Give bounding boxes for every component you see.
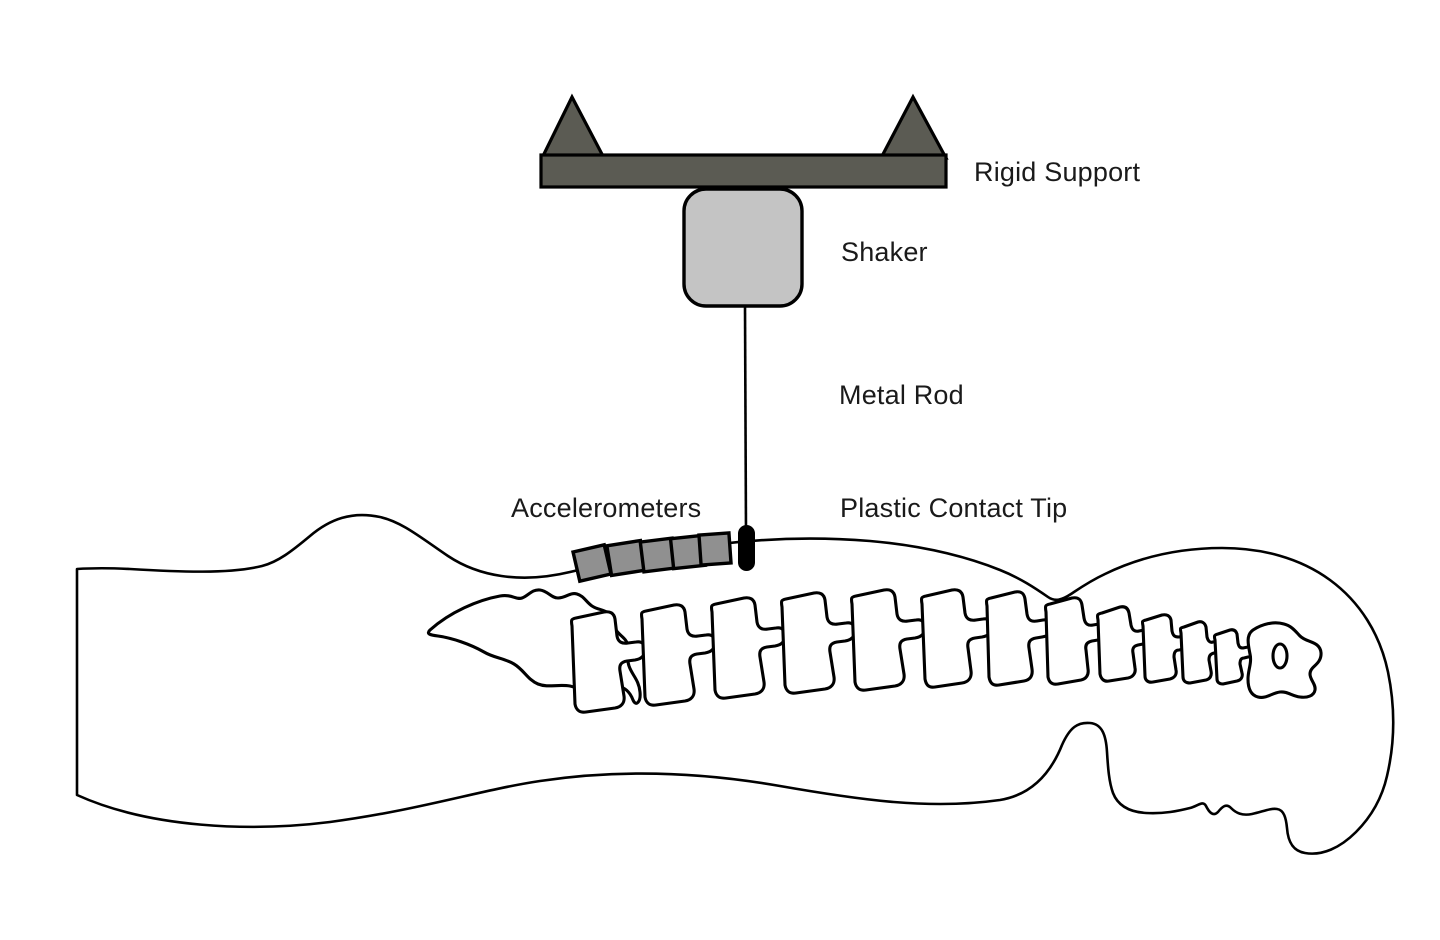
label-plastic-contact-tip: Plastic Contact Tip: [840, 493, 1067, 523]
shaker-group: [682, 187, 804, 308]
plastic-contact-tip: [738, 525, 755, 571]
vertebra-L5: [569, 610, 647, 714]
vertebra-L4: [639, 603, 717, 707]
vertebra-L1: [849, 588, 927, 692]
vertebra-C7: [1095, 605, 1153, 683]
vertebra-T11: [984, 590, 1054, 687]
spine-group: [426, 588, 1323, 714]
vertebra-T10: [1043, 596, 1109, 686]
right-support-foot-triangle: [878, 93, 949, 160]
labels-group: Rigid Support Shaker Metal Rod Plastic C…: [511, 157, 1140, 523]
accelerometer-5: [697, 531, 733, 567]
vertebra-L2: [779, 591, 857, 695]
support-beam: [539, 153, 948, 189]
left-support-foot-triangle: [539, 93, 607, 160]
shaker-body: [682, 187, 804, 308]
label-metal-rod: Metal Rod: [839, 380, 964, 410]
metal-rod-group: [743, 305, 748, 536]
accelerometer-1: [570, 542, 614, 584]
label-rigid-support: Rigid Support: [974, 157, 1140, 187]
contact-tip-group: [738, 525, 755, 571]
vertebra-C4: [1212, 628, 1255, 686]
vertebra-L3: [709, 596, 787, 700]
accelerometers-group: [570, 531, 733, 584]
vertebra-T12: [919, 588, 994, 689]
vertebral-foramen: [1271, 642, 1289, 670]
label-shaker: Shaker: [841, 237, 928, 267]
rigid-support-group: [539, 93, 949, 189]
metal-rod-line: [743, 305, 748, 536]
label-accelerometers: Accelerometers: [511, 493, 701, 523]
